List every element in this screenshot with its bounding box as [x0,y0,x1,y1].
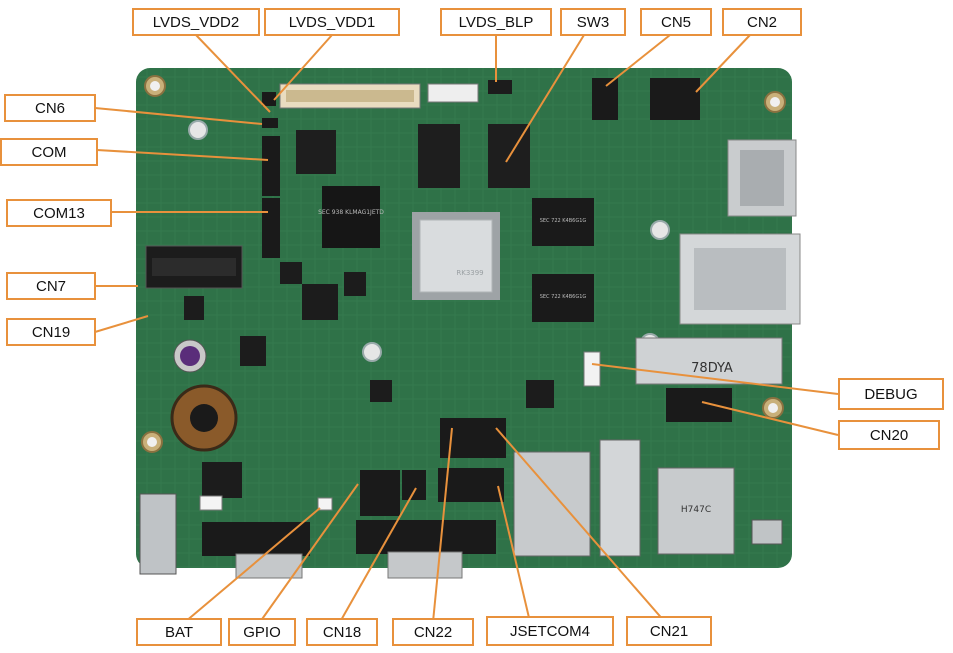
callout-lvds-blp: LVDS_BLP [440,8,552,36]
misc-components [184,262,554,498]
callout-sw3: SW3 [560,8,626,36]
callout-jsetcom4: JSETCOM4 [486,616,614,646]
callout-cn20: CN20 [838,420,940,450]
callout-cn7: CN7 [6,272,96,300]
db9-connector-2 [356,520,496,554]
micro-usb-port [751,519,783,545]
ram-2-marking: SEC 722 K4B6G1G [540,294,587,300]
battery-connector [199,495,223,511]
callout-cn22: CN22 [392,618,474,646]
lan-port [513,451,591,557]
cn5-header [592,78,618,120]
callout-debug: DEBUG [838,378,944,410]
callout-cn21: CN21 [626,616,712,646]
gpio-connector [317,497,333,511]
soc-chip [419,219,493,293]
ram-chip-1 [532,198,594,246]
callout-cn19: CN19 [6,318,96,346]
callout-bat: BAT [136,618,222,646]
cn20-header [666,388,732,422]
ram-1-marking: SEC 722 K4B6G1G [540,218,587,224]
callout-lvds-vdd1: LVDS_VDD1 [264,8,400,36]
debug-connector [583,351,601,387]
cn2-header [650,78,700,120]
callout-gpio: GPIO [228,618,296,646]
cn18-header [360,470,400,516]
callout-cn5: CN5 [640,8,712,36]
callout-cn2: CN2 [722,8,802,36]
leader-lines [94,34,839,623]
db9-connector-1 [202,522,310,556]
ic-lvds-1 [418,124,460,188]
panel-marking: 78DYA [691,361,733,376]
ram-chip-2 [532,274,594,322]
usb-magnetics-marking: H747C [681,505,711,515]
flash-marking: SEC 938 KLMAG1JETD [318,209,384,216]
soc-marking: RK3399 [456,269,483,277]
ic-com [296,130,336,174]
dc-jack [139,493,177,575]
callout-cn6: CN6 [4,94,96,122]
callout-cn18: CN18 [306,618,378,646]
usb-port-2 [657,467,735,555]
callout-com: COM [0,138,98,166]
flash-chip [322,186,380,248]
callout-com13: COM13 [6,199,112,227]
minipcie-slot [635,337,783,385]
callout-lvds-vdd2: LVDS_VDD2 [132,8,260,36]
usb-port-1 [599,439,641,557]
jsetcom4-header [438,468,504,502]
left-pin-headers [262,92,280,258]
